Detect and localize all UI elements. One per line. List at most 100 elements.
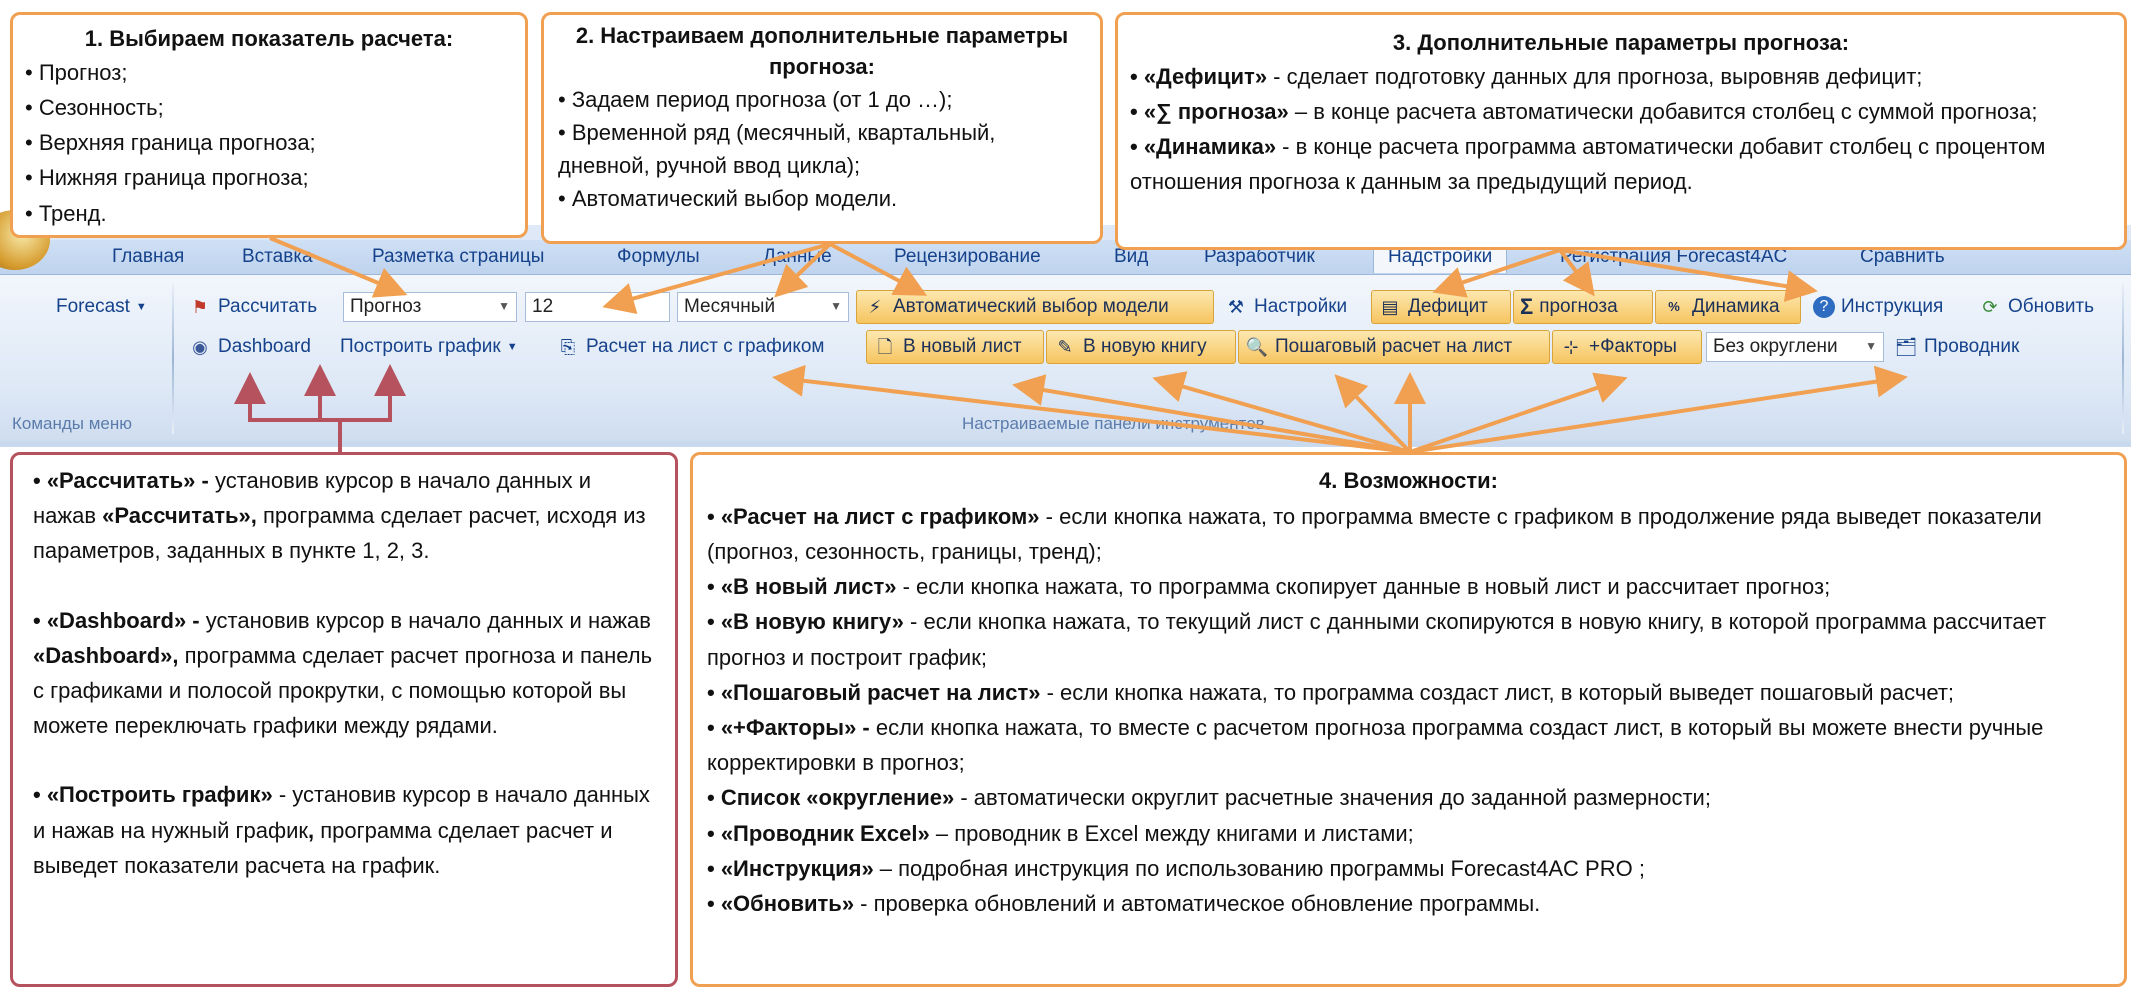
indicator-value: Прогноз bbox=[350, 296, 422, 317]
tools-icon: ⚒ bbox=[1227, 297, 1245, 317]
callout-item: • «Инструкция» – подробная инструкция по… bbox=[707, 855, 1645, 881]
deficit-label: Дефицит bbox=[1408, 296, 1488, 317]
sum-forecast-label: прогноза bbox=[1539, 296, 1618, 317]
callout-item: • Нижняя граница прогноза; bbox=[25, 165, 309, 191]
callout-item: • Список «округление» - автоматически ок… bbox=[707, 785, 1711, 811]
callout-item: • «Расчет на лист с графиком» - если кно… bbox=[707, 503, 2042, 565]
instruction-button[interactable]: ? Инструкция bbox=[1807, 290, 1949, 324]
chevron-down-icon: ▼ bbox=[830, 299, 842, 313]
stepwise-label: Пошаговый расчет на лист bbox=[1275, 336, 1513, 357]
factors-button[interactable]: ⊹ +Факторы bbox=[1552, 330, 1702, 364]
callout-item: • «Построить график» - установив курсор … bbox=[33, 782, 650, 878]
callout-item: • Задаем период прогноза (от 1 до …); bbox=[558, 86, 953, 112]
flag-icon: ⚑ bbox=[191, 297, 209, 317]
callout-item: • Прогноз; bbox=[25, 59, 128, 85]
group-separator bbox=[172, 284, 174, 434]
tab-compare[interactable]: Сравнить bbox=[1860, 246, 1945, 267]
dashboard-button[interactable]: ◉ Dashboard bbox=[182, 330, 317, 364]
rounding-value: Без округлени bbox=[1713, 336, 1838, 357]
tab-review[interactable]: Рецензирование bbox=[894, 246, 1041, 267]
percent-icon: % bbox=[1668, 299, 1680, 314]
chevron-down-icon: ▼ bbox=[498, 299, 510, 313]
tab-home[interactable]: Главная bbox=[112, 246, 185, 267]
tab-insert[interactable]: Вставка bbox=[242, 246, 313, 267]
indicator-select[interactable]: Прогноз ▼ bbox=[343, 292, 517, 322]
callout-extra-parameters: 3. Дополнительные параметры прогноза: • … bbox=[1115, 12, 2127, 250]
callout-item: • Временной ряд (месячный, квартальный, … bbox=[558, 119, 996, 178]
callout-item: • Сезонность; bbox=[25, 95, 164, 121]
copy-sheet-icon: ⎘ bbox=[560, 337, 576, 357]
forecast-menu-label: Forecast bbox=[56, 296, 130, 317]
network-icon: ⊹ bbox=[1563, 337, 1579, 357]
calc-sheet-chart-label: Расчет на лист с графиком bbox=[586, 336, 825, 357]
callout-item: • «Dashboard» - установив курсор в начал… bbox=[33, 607, 653, 739]
dynamics-label: Динамика bbox=[1692, 296, 1780, 317]
callout-item: • Верхняя граница прогноза; bbox=[25, 130, 316, 156]
refresh-icon: ⟳ bbox=[1982, 297, 1998, 317]
auto-model-label: Автоматический выбор модели bbox=[893, 296, 1169, 317]
sheet-icon: 🗋 bbox=[877, 337, 893, 357]
series-select[interactable]: Месячный ▼ bbox=[677, 292, 849, 322]
factors-label: +Факторы bbox=[1589, 336, 1677, 357]
callout-item: • «+Факторы» - если кнопка нажата, то вм… bbox=[707, 715, 2044, 776]
group-label-commands: Команды меню bbox=[12, 414, 133, 433]
stepwise-button[interactable]: 🔍 Пошаговый расчет на лист bbox=[1238, 330, 1550, 364]
callout-item: • Тренд. bbox=[25, 200, 107, 226]
instruction-label: Инструкция bbox=[1841, 296, 1944, 317]
forecast-menu-button[interactable]: Forecast ▼ bbox=[50, 290, 153, 324]
update-label: Обновить bbox=[2008, 296, 2095, 317]
callout-capabilities: 4. Возможности: • «Расчет на лист с граф… bbox=[690, 452, 2127, 987]
deficit-button[interactable]: ▤ Дефицит bbox=[1371, 290, 1511, 324]
chevron-down-icon: ▼ bbox=[1865, 339, 1877, 353]
rounding-select[interactable]: Без округлени ▼ bbox=[1706, 332, 1884, 362]
series-value: Месячный bbox=[684, 296, 776, 317]
period-input[interactable]: 12 bbox=[525, 292, 670, 322]
callout-item: • «Проводник Excel» – проводник в Excel … bbox=[707, 820, 1414, 846]
build-chart-label: Построить график bbox=[340, 336, 501, 357]
update-button[interactable]: ⟳ Обновить bbox=[1972, 290, 2100, 324]
tab-data[interactable]: Данные bbox=[763, 246, 832, 267]
callout-item: • «Обновить» - проверка обновлений и авт… bbox=[707, 890, 1541, 916]
sum-forecast-button[interactable]: Σ прогноза bbox=[1513, 290, 1653, 324]
build-chart-button[interactable]: Построить график ▼ bbox=[334, 330, 524, 364]
tab-developer[interactable]: Разработчик bbox=[1204, 246, 1315, 267]
chevron-down-icon: ▼ bbox=[135, 301, 147, 313]
tab-formulas[interactable]: Формулы bbox=[617, 246, 700, 267]
group-separator bbox=[2122, 284, 2124, 434]
book-icon: ✎ bbox=[1057, 337, 1073, 357]
tab-view[interactable]: Вид bbox=[1114, 246, 1149, 267]
magnifier-icon: 🔍 bbox=[1245, 337, 1269, 357]
explorer-button[interactable]: 🗂 Проводник bbox=[1888, 330, 2025, 364]
calculate-button[interactable]: ⚑ Рассчитать bbox=[182, 290, 323, 324]
callout-parameters: 2. Настраиваем дополнительные параметры … bbox=[541, 12, 1103, 244]
callout-title: 4. Возможности: bbox=[1319, 468, 1498, 493]
calc-sheet-chart-button[interactable]: ⎘ Расчет на лист с графиком bbox=[550, 330, 830, 364]
callout-title: 3. Дополнительные параметры прогноза: bbox=[1392, 30, 1850, 55]
settings-label: Настройки bbox=[1254, 296, 1348, 317]
sigma-icon: Σ bbox=[1520, 294, 1534, 319]
callout-item: • «Дефицит» - сделает подготовку данных … bbox=[1130, 63, 1923, 89]
explorer-icon: 🗂 bbox=[1894, 337, 1918, 357]
callout-item: • «Пошаговый расчет на лист» - если кноп… bbox=[707, 679, 1955, 705]
new-book-label: В новую книгу bbox=[1083, 336, 1207, 357]
lightning-icon: ⚡ bbox=[868, 297, 882, 317]
auto-model-button[interactable]: ⚡ Автоматический выбор модели bbox=[856, 290, 1214, 324]
dynamics-button[interactable]: % Динамика bbox=[1655, 290, 1801, 324]
callout-title: 1. Выбираем показатель расчета: bbox=[84, 26, 454, 51]
new-sheet-label: В новый лист bbox=[903, 336, 1022, 357]
dashboard-icon: ◉ bbox=[192, 337, 208, 357]
new-book-button[interactable]: ✎ В новую книгу bbox=[1046, 330, 1236, 364]
callout-item: • Автоматический выбор модели. bbox=[558, 185, 898, 211]
new-sheet-button[interactable]: 🗋 В новый лист bbox=[866, 330, 1044, 364]
callout-item: • «В новый лист» - если кнопка нажата, т… bbox=[707, 574, 1831, 600]
settings-button[interactable]: ⚒ Настройки bbox=[1218, 290, 1353, 324]
calculate-label: Рассчитать bbox=[218, 296, 318, 317]
callout-item: • «Рассчитать» - установив курсор в нача… bbox=[33, 468, 646, 564]
help-icon: ? bbox=[1813, 296, 1835, 318]
callout-actions: • «Рассчитать» - установив курсор в нача… bbox=[10, 452, 678, 987]
chevron-down-icon: ▼ bbox=[506, 341, 518, 353]
tab-page-layout[interactable]: Разметка страницы bbox=[372, 246, 545, 267]
group-label-panels: Настраиваемые панели инструментов bbox=[962, 414, 1265, 433]
dashboard-label: Dashboard bbox=[218, 336, 311, 357]
callout-title: 2. Настраиваем дополнительные параметры … bbox=[575, 23, 1069, 79]
